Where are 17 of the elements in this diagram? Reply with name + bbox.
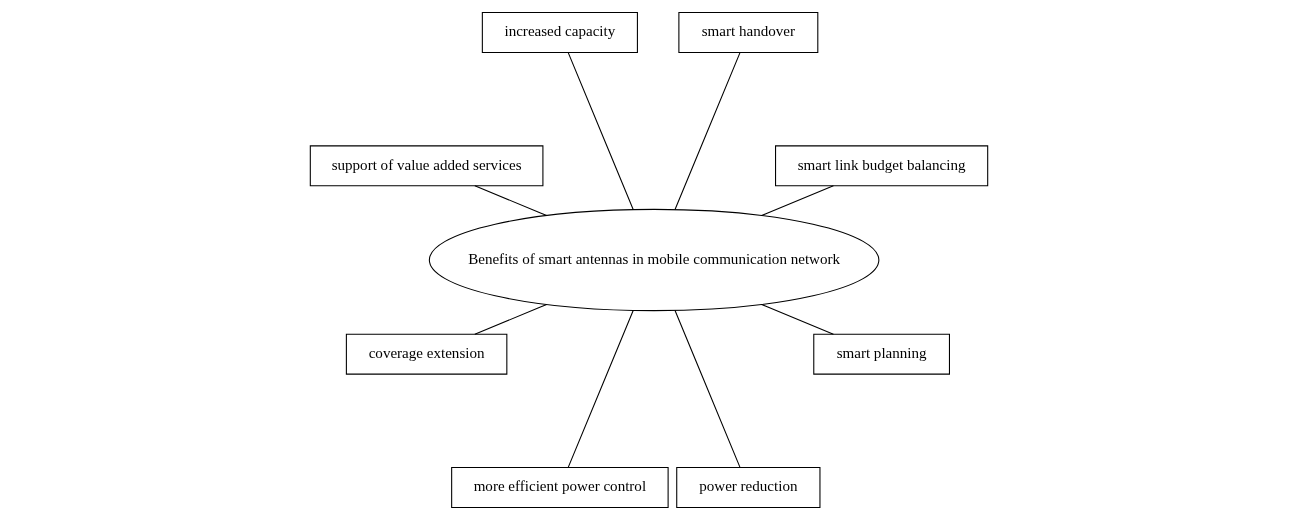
connector [567,309,634,468]
node-box: more efficient power control [451,467,669,508]
node-box: coverage extension [345,333,508,375]
node-box: increased capacity [481,12,638,53]
node-box: smart planning [813,333,950,375]
node-box: smart link budget balancing [775,145,989,187]
connector [474,303,548,335]
node-box: smart handover [678,12,819,53]
connector [761,185,834,217]
connector [761,303,834,335]
node-box: power reduction [676,467,821,508]
connector [674,309,741,468]
connector [674,52,741,211]
connector [474,185,548,217]
node-box: support of value added services [309,145,544,187]
connector [567,52,634,211]
node-ellipse: Benefits of smart antennas in mobile communication network [428,208,880,312]
